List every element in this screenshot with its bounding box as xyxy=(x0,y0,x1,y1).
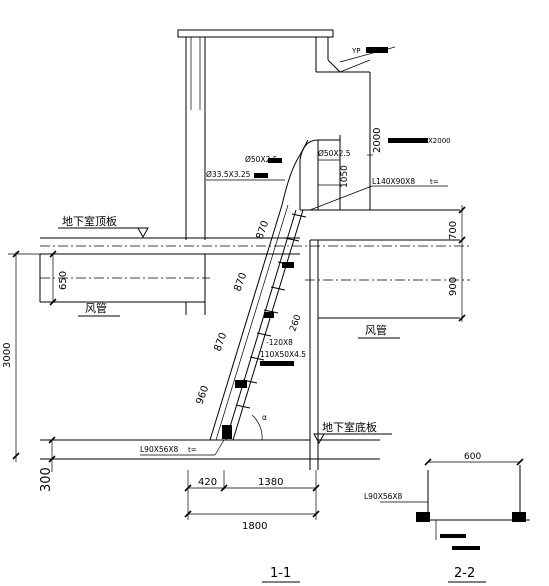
basement-floor-slab xyxy=(40,433,392,460)
duct-left-label: 风管 xyxy=(85,301,107,315)
dim-2000: 2000 xyxy=(372,128,383,153)
section-1-title: 1-1 xyxy=(270,566,291,581)
dim-900: 900 xyxy=(448,277,459,296)
dim-300: 300 xyxy=(39,467,54,492)
dim-1380: 1380 xyxy=(258,477,283,488)
weld-mark-right: t= xyxy=(430,178,439,186)
section-2-detail xyxy=(380,458,530,550)
angle-90-section-label: L90X56X8 xyxy=(364,492,403,501)
dim-650-group xyxy=(49,250,57,306)
dim-960: 960 xyxy=(194,384,211,406)
angle-90-left-label: L90X56X8 xyxy=(140,445,179,454)
duct-right-label: 风管 xyxy=(365,323,387,337)
pipe-50-right-label: Ø50X2.5 xyxy=(318,149,351,158)
dim-1800: 1800 xyxy=(242,521,267,532)
yp-callout: YP xyxy=(339,46,396,63)
dim-1050: 1050 xyxy=(340,165,350,188)
angle-mark: α xyxy=(262,413,267,422)
dim-3000: 3000 xyxy=(2,343,13,368)
basement-floor-label: 地下室底板 xyxy=(322,420,377,434)
right-dims xyxy=(458,205,466,322)
dim-870-low: 870 xyxy=(212,331,229,353)
pipe-50-label: Ø50X2.5 xyxy=(245,155,278,164)
channel-label: 110X50X4.5 xyxy=(260,350,306,359)
angle-arc xyxy=(236,414,300,441)
weld-mark-left: t= xyxy=(188,446,197,454)
dim-700: 700 xyxy=(448,221,459,240)
basement-roof-slab xyxy=(40,209,470,255)
dim-650: 650 xyxy=(58,271,69,290)
dim-260: 260 xyxy=(288,313,303,333)
pipe-33-label: Ø33.5X3.25 xyxy=(206,170,251,179)
dim-870-mid: 870 xyxy=(232,271,249,293)
bottom-dims xyxy=(184,470,320,520)
top-guardrail xyxy=(299,135,341,210)
left-dims xyxy=(8,250,56,472)
right-upper-wall: 2000 X2000 xyxy=(367,72,451,210)
section-2-title: 2-2 xyxy=(454,566,475,581)
roof-cap xyxy=(177,29,371,240)
angle-140-label: L140X90X8 xyxy=(372,177,415,186)
dim-600: 600 xyxy=(464,452,481,462)
dim-420: 420 xyxy=(198,477,217,488)
yp-label: YP xyxy=(351,47,361,55)
spec-top: X2000 xyxy=(428,137,451,145)
right-duct xyxy=(305,240,470,470)
flat-120-label: -120X8 xyxy=(266,338,293,347)
basement-roof-label: 地下室顶板 xyxy=(62,214,117,228)
left-duct xyxy=(39,254,210,315)
ladder-rungs xyxy=(222,213,307,439)
ladder-stringers xyxy=(209,139,309,441)
